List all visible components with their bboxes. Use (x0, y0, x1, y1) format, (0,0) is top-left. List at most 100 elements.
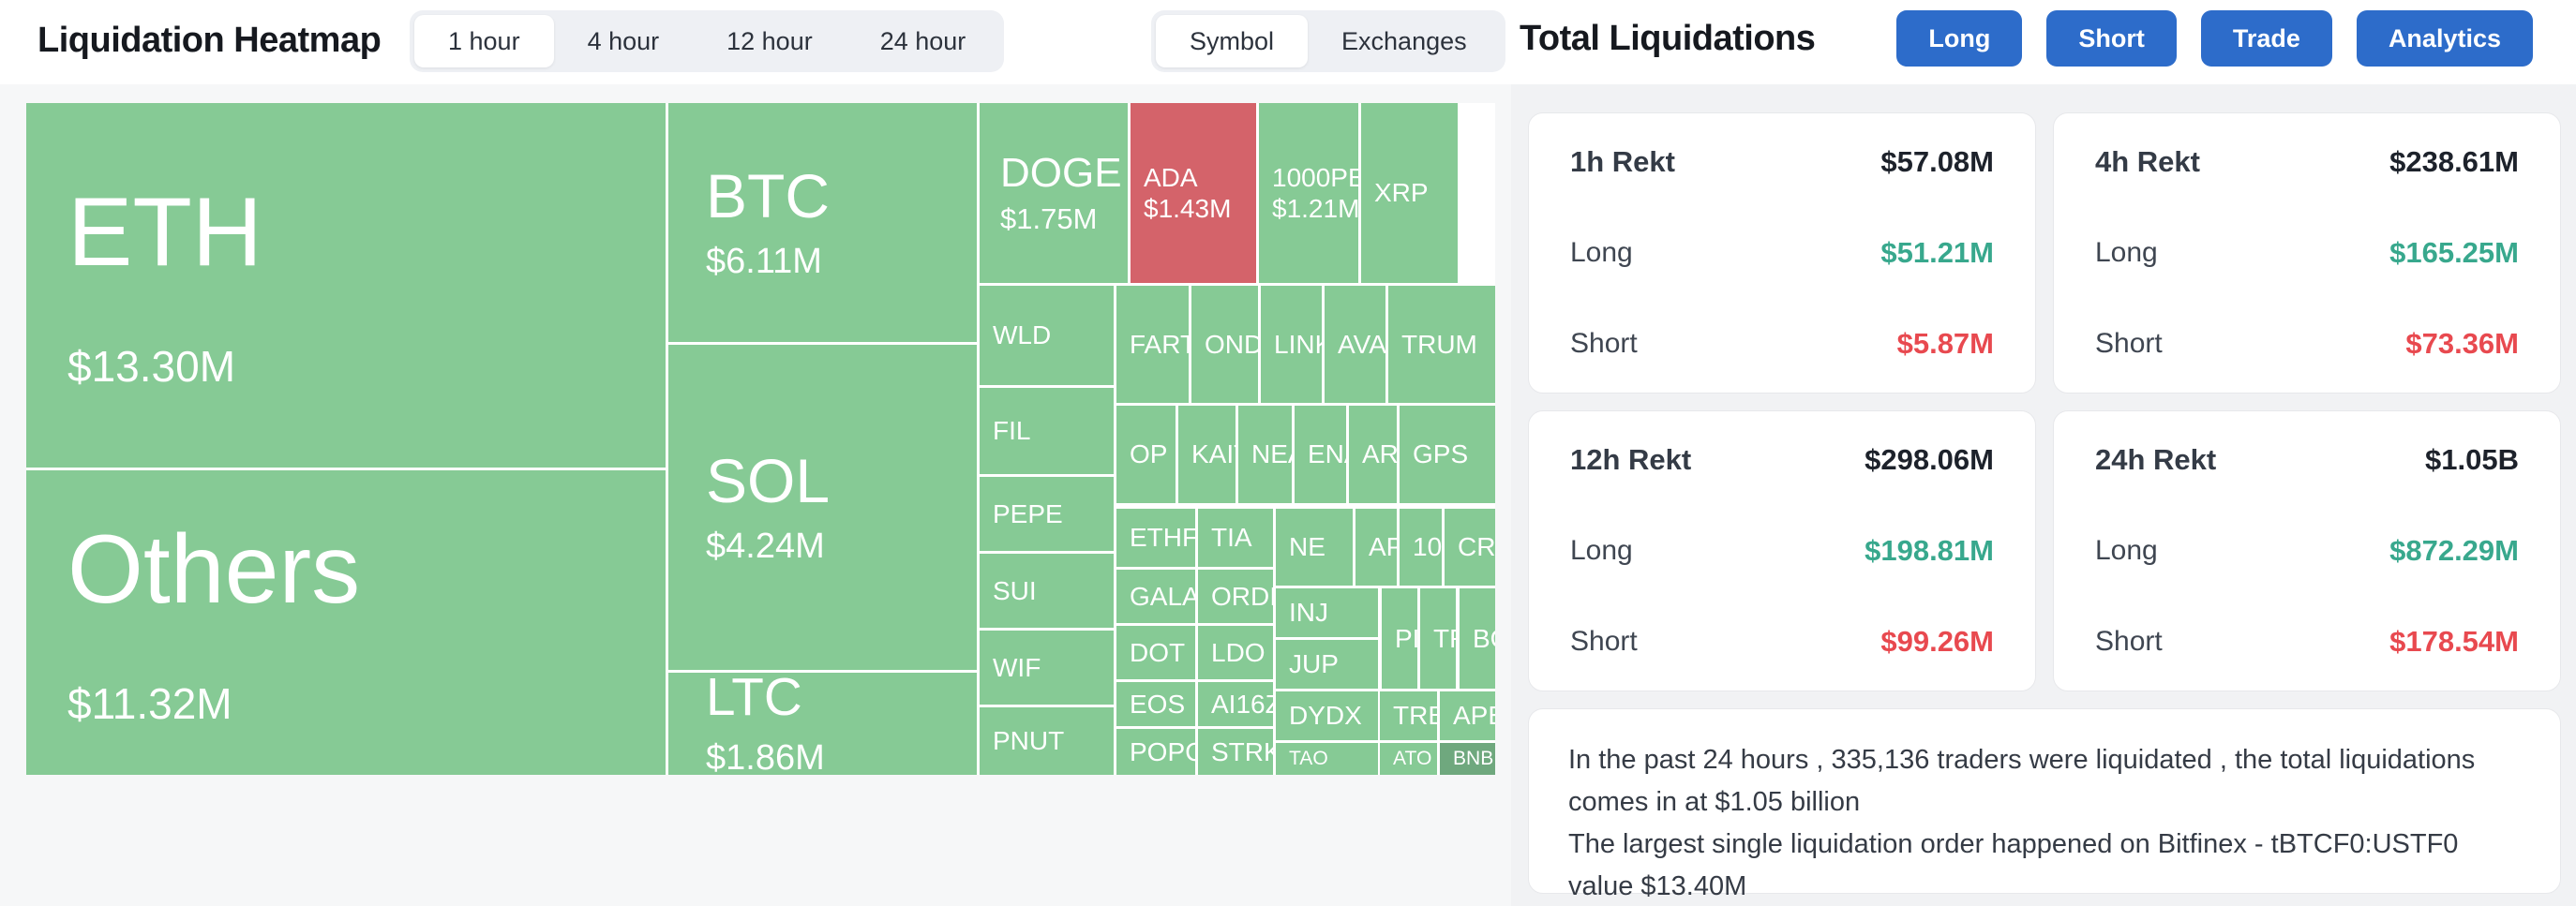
analytics-button[interactable]: Analytics (2356, 10, 2533, 67)
tile-tia[interactable]: TIA (1198, 509, 1273, 567)
tile-symbol: NE (1289, 532, 1325, 562)
tile-avax[interactable]: AVAX (1325, 286, 1385, 403)
page-title: Liquidation Heatmap (37, 21, 382, 60)
tile-dot[interactable]: DOT (1116, 626, 1195, 679)
tile-symbol: PI (1395, 623, 1417, 653)
tab-exchanges[interactable]: Exchanges (1341, 26, 1467, 55)
tile-xrp[interactable]: XRP (1361, 103, 1458, 283)
tile-gps[interactable]: GPS (1400, 406, 1495, 503)
tile-ltc[interactable]: LTC$1.86M (668, 673, 977, 775)
tile-fartc[interactable]: FARTC (1116, 286, 1189, 403)
tile-cr[interactable]: CR (1445, 509, 1495, 586)
tile-ai16z[interactable]: AI16Z (1198, 682, 1273, 726)
short-value: $178.54M (2389, 625, 2519, 658)
tile-pnut[interactable]: PNUT (980, 707, 1114, 775)
tile-tr[interactable]: TR (1420, 588, 1456, 689)
tile-jup[interactable]: JUP (1276, 640, 1378, 689)
tab-12-hour[interactable]: 12 hour (726, 26, 813, 55)
tile-symbol: ENA (1308, 439, 1346, 469)
tile-symbol: XRP (1374, 178, 1429, 208)
card-total: $238.61M (2389, 145, 2519, 178)
long-label: Long (2095, 237, 2158, 268)
header-bar: Liquidation Heatmap 1 hour 4 hour 12 hou… (0, 0, 2576, 84)
tile-dydx[interactable]: DYDX (1276, 691, 1378, 740)
summary-line-2: The largest single liquidation order hap… (1568, 828, 2459, 901)
tab-symbol[interactable]: Symbol (1156, 15, 1309, 67)
tile-link[interactable]: LINK (1261, 286, 1322, 403)
tile-value: $1.43M (1144, 194, 1232, 223)
rekt-card-12h: 12h Rekt$298.06M Long$198.81M Short$99.2… (1528, 410, 2036, 691)
short-label: Short (2095, 328, 2163, 359)
tile-strk[interactable]: STRK (1198, 729, 1273, 775)
tile-eos[interactable]: EOS (1116, 682, 1195, 726)
tile-gala[interactable]: GALA (1116, 570, 1195, 623)
card-title: 1h Rekt (1570, 145, 1675, 178)
tile-ldo[interactable]: LDO (1198, 626, 1273, 679)
tile-ena[interactable]: ENA (1295, 406, 1346, 503)
card-total: $1.05B (2425, 443, 2519, 476)
tile-pepe[interactable]: PEPE (980, 477, 1114, 551)
tile-value: $4.24M (706, 527, 825, 567)
tile-symbol: Others (67, 514, 361, 624)
tile-symbol: WLD (993, 320, 1052, 350)
tile-tao[interactable]: TAO (1276, 743, 1378, 775)
tile-ne[interactable]: NE (1276, 509, 1353, 586)
tab-1-hour[interactable]: 1 hour (414, 15, 554, 67)
tab-4-hour[interactable]: 4 hour (587, 26, 660, 55)
tile-bo[interactable]: BO (1460, 588, 1495, 689)
tile-trum[interactable]: TRUM (1388, 286, 1495, 403)
tile-ato[interactable]: ATO (1380, 743, 1437, 775)
tile-trb[interactable]: TRB (1380, 691, 1437, 740)
trade-button[interactable]: Trade (2200, 10, 2332, 67)
long-label: Long (2095, 535, 2158, 566)
tile-100[interactable]: 100 (1400, 509, 1442, 586)
tile-op[interactable]: OP (1116, 406, 1176, 503)
rekt-card-4h: 4h Rekt$238.61M Long$165.25M Short$73.36… (2053, 112, 2561, 394)
tile-wif[interactable]: WIF (980, 631, 1114, 705)
tile-symbol: ORDI (1211, 581, 1273, 611)
tile-kait[interactable]: KAIT (1178, 406, 1236, 503)
tile-ordi[interactable]: ORDI (1198, 570, 1273, 623)
tile-ada[interactable]: ADA$1.43M (1131, 103, 1256, 283)
tile-pi[interactable]: PI (1382, 588, 1417, 689)
tile-ondo[interactable]: ONDO (1191, 286, 1258, 403)
tile-symbol: LDO (1211, 637, 1266, 667)
tile-ape[interactable]: APE (1440, 691, 1495, 740)
tile-ethfi[interactable]: ETHFI (1116, 509, 1195, 567)
tile-arb[interactable]: ARB (1349, 406, 1397, 503)
tile-symbol: ETHFI (1130, 523, 1195, 553)
tile-eth[interactable]: ETH$13.30M (26, 103, 666, 468)
tile-popcat[interactable]: POPCAT (1116, 729, 1195, 775)
tile-sol[interactable]: SOL$4.24M (668, 345, 977, 670)
tile-symbol: POPCAT (1130, 736, 1195, 766)
tile-nea[interactable]: NEA (1238, 406, 1292, 503)
tile-ap[interactable]: AP (1355, 509, 1397, 586)
tile-btc[interactable]: BTC$6.11M (668, 103, 977, 342)
card-total: $57.08M (1880, 145, 1994, 178)
short-button[interactable]: Short (2046, 10, 2177, 67)
tile-others[interactable]: Others$11.32M (26, 470, 666, 775)
tab-24-hour[interactable]: 24 hour (879, 26, 966, 55)
tile-symbol: AI16Z (1211, 689, 1273, 719)
tile-bnb[interactable]: BNB (1440, 743, 1495, 775)
tile-symbol: CR (1458, 532, 1495, 562)
time-range-tabs: 1 hour 4 hour 12 hour 24 hour (410, 10, 1005, 72)
tile-value: $13.30M (67, 341, 236, 391)
tile-1000pepe[interactable]: 1000PEPE$1.21M (1259, 103, 1358, 283)
tile-sui[interactable]: SUI (980, 554, 1114, 628)
tile-symbol: GALA (1130, 581, 1195, 611)
tile-doge[interactable]: DOGE$1.75M (980, 103, 1128, 283)
tile-symbol: 1000PEPE (1272, 162, 1358, 192)
long-value: $165.25M (2389, 236, 2519, 269)
tile-fil[interactable]: FIL (980, 388, 1114, 474)
tile-symbol: TRUM (1401, 329, 1477, 359)
long-label: Long (1570, 535, 1633, 566)
tile-wld[interactable]: WLD (980, 286, 1114, 385)
stats-panel: 1h Rekt$57.08M Long$51.21M Short$5.87M 4… (1511, 84, 2576, 906)
tile-inj[interactable]: INJ (1276, 588, 1378, 637)
long-button[interactable]: Long (1896, 10, 2023, 67)
tile-symbol: BNB (1453, 747, 1494, 769)
tile-symbol: LINK (1274, 329, 1322, 359)
